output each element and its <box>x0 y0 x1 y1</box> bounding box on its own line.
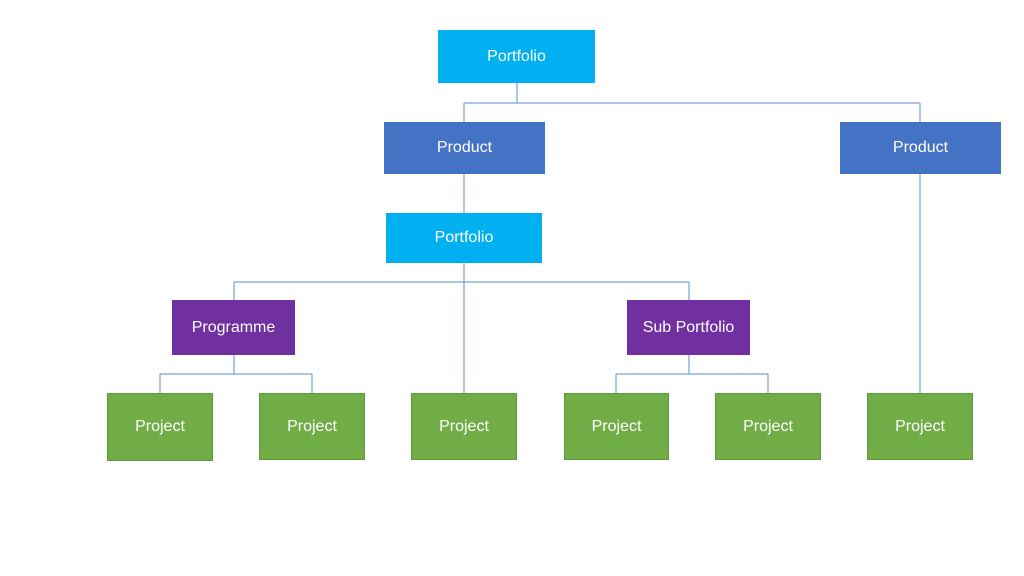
project-node-3: Project <box>411 393 517 460</box>
project-node-3-label: Project <box>439 417 489 435</box>
project-node-6-label: Project <box>895 417 945 435</box>
project-node-4: Project <box>564 393 669 460</box>
programme-node: Programme <box>172 300 295 355</box>
portfolio-node-mid: Portfolio <box>386 213 542 263</box>
project-node-5: Project <box>715 393 821 460</box>
project-node-5-label: Project <box>743 417 793 435</box>
project-node-1: Project <box>107 393 213 461</box>
product-node-right-label: Product <box>892 139 949 156</box>
portfolio-node-top: Portfolio <box>438 30 595 83</box>
project-node-4-label: Project <box>591 417 642 435</box>
portfolio-node-mid-label: Portfolio <box>434 229 494 246</box>
sub-portfolio-node-label: Sub Portfolio <box>642 318 735 336</box>
product-node-left: Product <box>384 122 545 174</box>
sub-portfolio-node: Sub Portfolio <box>627 300 750 355</box>
project-node-6: Project <box>867 393 973 460</box>
project-node-1-label: Project <box>135 418 185 435</box>
product-node-left-label: Product <box>436 139 493 156</box>
programme-node-label: Programme <box>191 318 276 336</box>
project-node-2: Project <box>259 393 365 460</box>
project-node-2-label: Project <box>287 417 337 435</box>
product-node-right: Product <box>840 122 1001 174</box>
portfolio-node-top-label: Portfolio <box>487 47 546 65</box>
